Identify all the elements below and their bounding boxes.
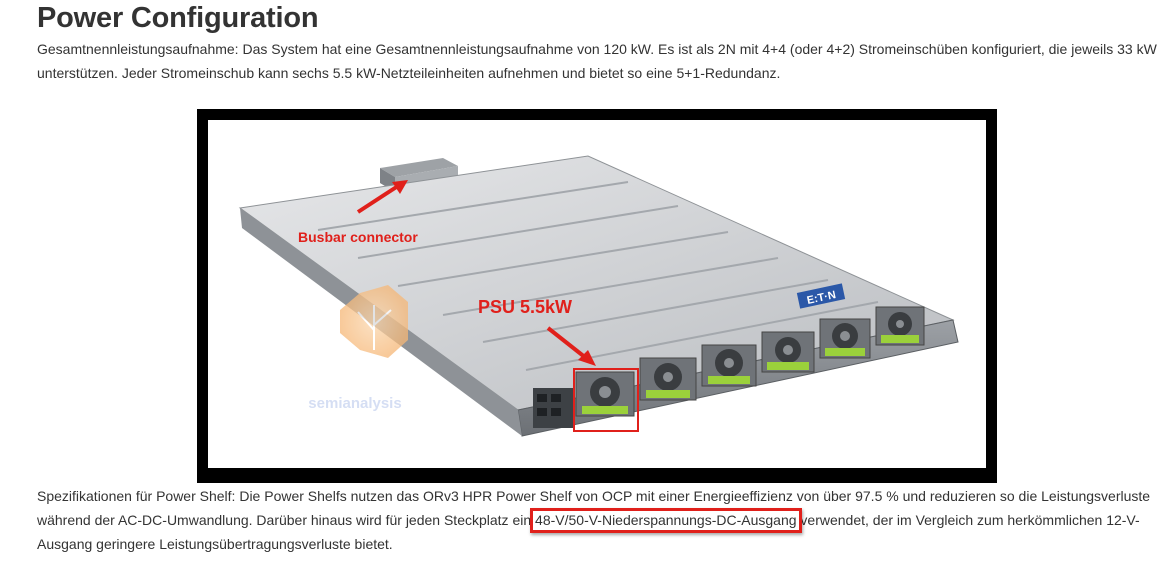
psu-modules xyxy=(575,306,925,417)
watermark-text: semianalysis xyxy=(308,395,401,412)
spec-text-before: Spezifikationen für Power Shelf: Die Pow… xyxy=(37,488,1151,528)
busbar-label: Busbar connector xyxy=(298,229,418,245)
brand-text: E:T·N xyxy=(806,289,837,307)
intro-paragraph: Gesamtnennleistungsaufnahme: Das System … xyxy=(37,41,1157,81)
brand-badge xyxy=(796,283,846,309)
spec-paragraph: Spezifikationen für Power Shelf: Die Pow… xyxy=(37,484,1157,556)
psu-label: PSU 5.5kW xyxy=(478,297,572,317)
busbar-connector-shape xyxy=(380,158,458,177)
page-title: Power Configuration xyxy=(37,2,319,34)
power-shelf-figure: E:T·N semianalysis Busbar connector PSU … xyxy=(197,109,997,483)
highlight-text: 48-V/50-V-Niederspannungs-DC-Ausgang xyxy=(535,512,797,528)
psu-highlight-box xyxy=(573,368,639,432)
power-shelf-illustration: E:T·N semianalysis Busbar connector PSU … xyxy=(238,155,959,437)
psu-annotation: PSU 5.5kW xyxy=(478,297,596,366)
busbar-annotation: Busbar connector xyxy=(298,180,418,245)
semianalysis-watermark: semianalysis xyxy=(308,285,408,412)
spec-text-after: verwendet, der im Vergleich zum herkömml… xyxy=(37,512,1140,552)
highlighted-phrase: 48-V/50-V-Niederspannungs-DC-Ausgang xyxy=(530,508,802,533)
figure-image: E:T·N semianalysis Busbar connector PSU … xyxy=(208,120,986,468)
